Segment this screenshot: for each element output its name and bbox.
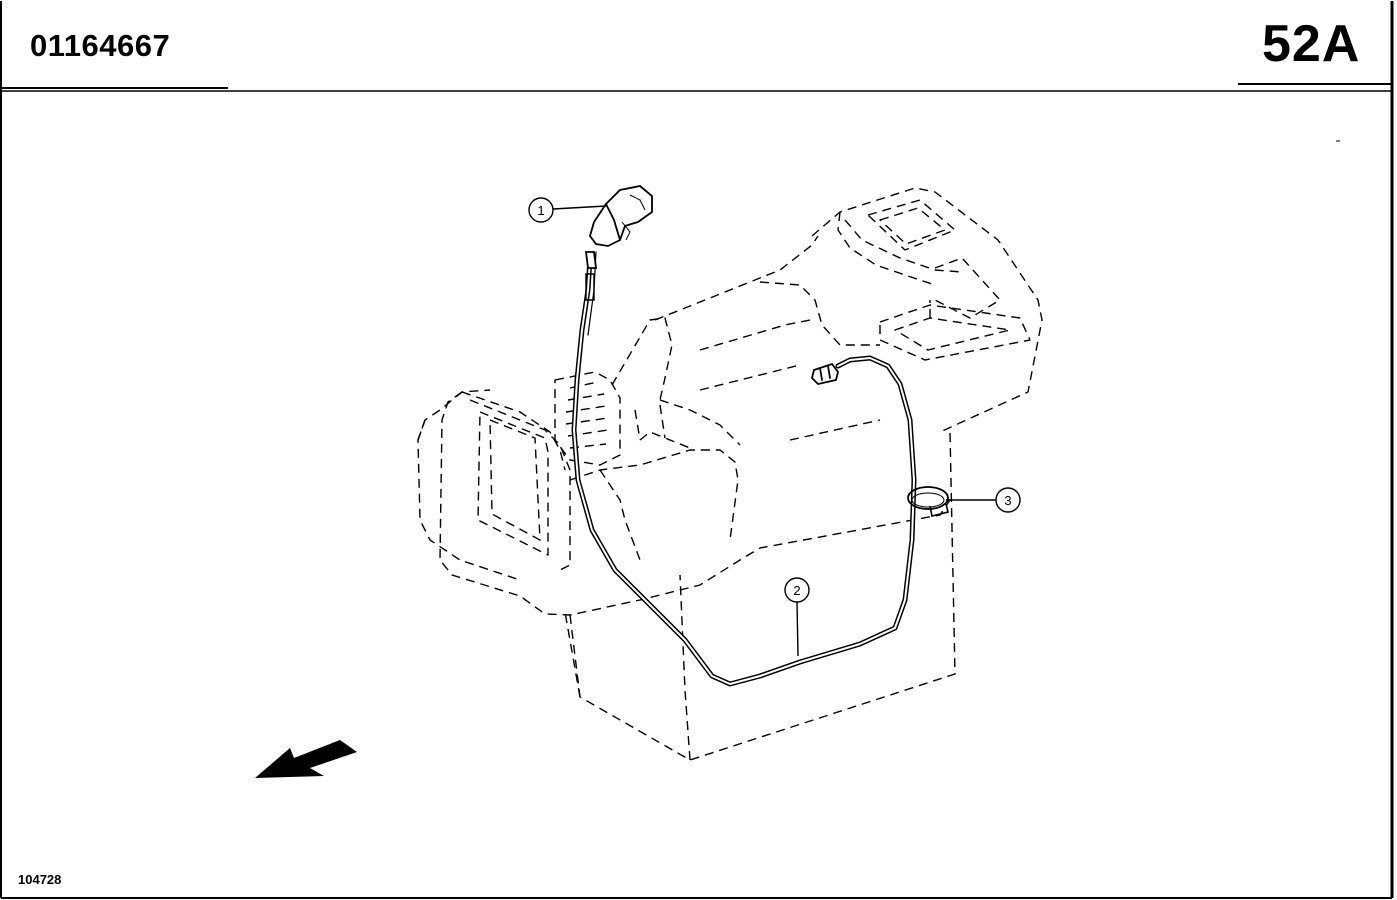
callout-2: 2 — [784, 577, 810, 657]
callout-3-label: 3 — [1004, 493, 1011, 508]
callout-leader — [552, 205, 607, 210]
callout-1-label: 1 — [537, 203, 544, 218]
callout-bubble — [528, 197, 554, 223]
section-code: 52A — [1262, 15, 1361, 73]
harness-connector-end — [811, 363, 839, 385]
orientation-arrow-icon — [255, 740, 357, 778]
gear-shift-knob — [584, 185, 653, 301]
cable-clip — [907, 486, 949, 517]
center-console-outline — [417, 187, 1043, 761]
part-number: 01164667 — [30, 28, 171, 63]
figure-number: 104728 — [18, 872, 62, 887]
wiring-harness — [571, 251, 917, 687]
callout-3: 3 — [946, 487, 1021, 513]
callout-leader — [796, 601, 799, 657]
callout-1: 1 — [528, 197, 607, 223]
callout-bubble — [995, 487, 1021, 513]
callout-bubble — [784, 577, 810, 603]
callout-2-label: 2 — [793, 583, 800, 598]
